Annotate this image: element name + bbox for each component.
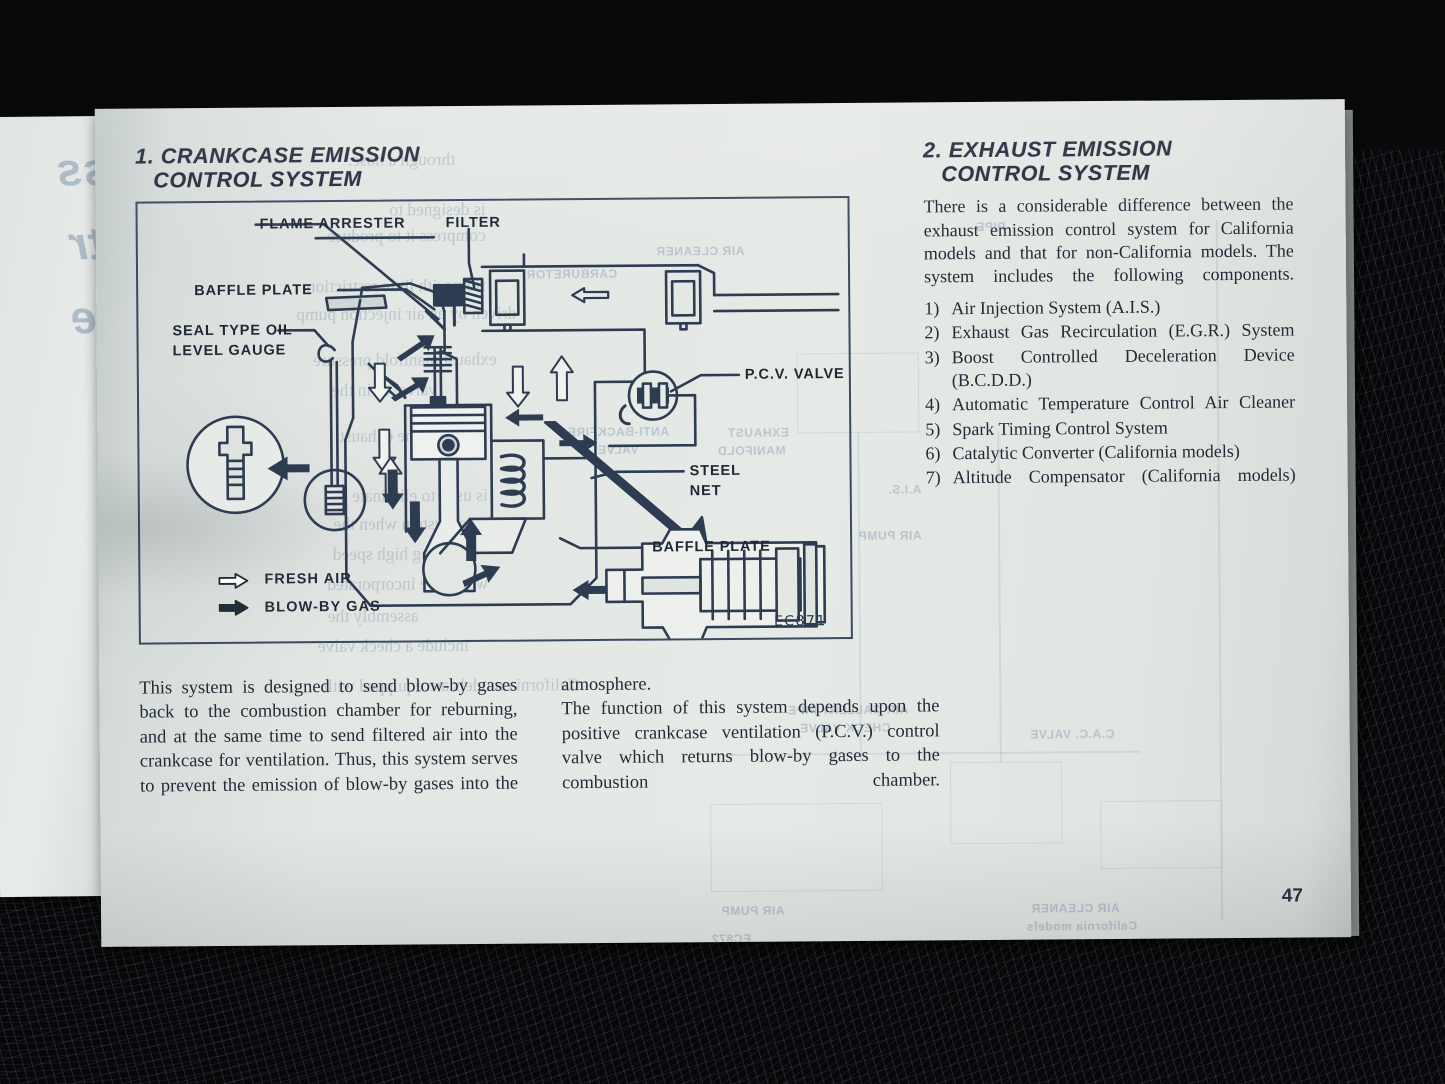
body-column-1: This system is designed to send blow-by … [139,674,518,799]
legend-item-fresh-air: FRESH AIR [218,566,380,595]
list-item: 6) Catalytic Converter (California models… [925,440,1295,466]
list-item-number: 7) [925,467,941,488]
legend-item-blow-by-gas: BLOW-BY GAS [218,593,381,622]
section-1-heading: 1. CRANKCASE EMISSION CONTROL SYSTEM [135,139,855,193]
list-item: 3) Boost Controlled Deceleration Device (… [925,343,1295,393]
diagram-linework [186,222,840,643]
list-item-number: 4) [924,394,941,415]
section-2-column: 2. EXHAUST EMISSION CONTROL SYSTEM There… [923,136,1296,492]
list-item-number: 6) [925,443,941,464]
legend-label-fresh-air: FRESH AIR [264,570,353,588]
list-item: 4) Automatic Temperature Control Air Clea… [925,391,1295,417]
list-item-text: Automatic Temperature Control Air Cleane… [951,391,1296,415]
body-paragraph-1: This system is designed to send blow-by … [139,675,519,797]
callout-steel: STEEL [689,463,741,480]
callout-baffle-plate-top: BAFFLE PLATE [194,282,313,300]
body-paragraph-3: The function of this system depends upon… [561,696,941,793]
list-item-text: Boost Controlled Deceleration Device (B.… [951,344,1295,391]
section-1-heading-line-1: 1. CRANKCASE EMISSION [135,142,421,169]
crankcase-emission-diagram: FLAME ARRESTER FILTER BAFFLE PLATE SEAL … [135,196,853,645]
section-1-body-text: This system is designed to send blow-by … [139,670,940,798]
list-item: 2) Exhaust Gas Recirculation (E.G.R.) Sys… [924,319,1294,345]
callout-pcv-valve: P.C.V. VALVE [744,366,845,383]
list-item-number: 1) [924,298,940,319]
section-2-heading: 2. EXHAUST EMISSION CONTROL SYSTEM [923,136,1293,187]
list-item-number: 3) [924,346,940,367]
section-2-intro: There is a considerable difference betwe… [923,193,1295,287]
section-1-column: 1. CRANKCASE EMISSION CONTROL SYSTEM [135,139,859,645]
callout-net: NET [689,483,722,500]
list-item: 5) Spark Timing Control System [925,415,1295,441]
list-item-text: Air Injection System (A.I.S.) [951,296,1161,318]
fresh-air-arrow-icon [218,572,249,589]
list-item-text: Catalytic Converter (California models) [952,441,1240,464]
callout-seal-type-oil: SEAL TYPE OIL [172,322,293,340]
figure-code: EC871 [773,613,827,630]
list-item: 7) Altitude Compensator (California model… [926,464,1296,490]
legend-label-blow-by-gas: BLOW-BY GAS [264,598,381,616]
body-paragraph-2: atmosphere. [561,674,652,696]
section-1-heading-line-2: CONTROL SYSTEM [153,166,363,193]
list-item-number: 5) [925,418,941,440]
callout-baffle-plate-bottom: BAFFLE PLATE [652,538,771,556]
diagram-legend: FRESH AIR BLOW-BY GAS [218,566,381,622]
section-2-component-list: 1) Air Injection System (A.I.S.) 2) Exhaus… [924,294,1296,490]
callout-filter: FILTER [445,214,501,232]
body-column-2: atmosphere. The function of this system … [561,670,940,795]
right-page: through a hose. is designed to compress … [94,99,1352,947]
callout-level-gauge: LEVEL GAUGE [172,342,287,360]
list-item-text: Spark Timing Control System [952,417,1168,439]
list-item-number: 2) [924,322,940,343]
section-2-heading-line-1: 2. EXHAUST EMISSION [922,136,1173,163]
list-item-text: Exhaust Gas Recirculation (E.G.R.) Syste… [951,319,1295,343]
list-item-text: Altitude Compensator (California models) [952,464,1296,488]
list-item: 1) Air Injection System (A.I.S.) [924,294,1294,320]
section-2-heading-line-2: CONTROL SYSTEM [941,160,1151,187]
page-content: 1. CRANKCASE EMISSION CONTROL SYSTEM [95,99,1352,947]
page-number: 47 [1281,885,1304,907]
blow-by-gas-arrow-icon [218,600,249,617]
callout-flame-arrester: FLAME ARRESTER [259,215,406,233]
